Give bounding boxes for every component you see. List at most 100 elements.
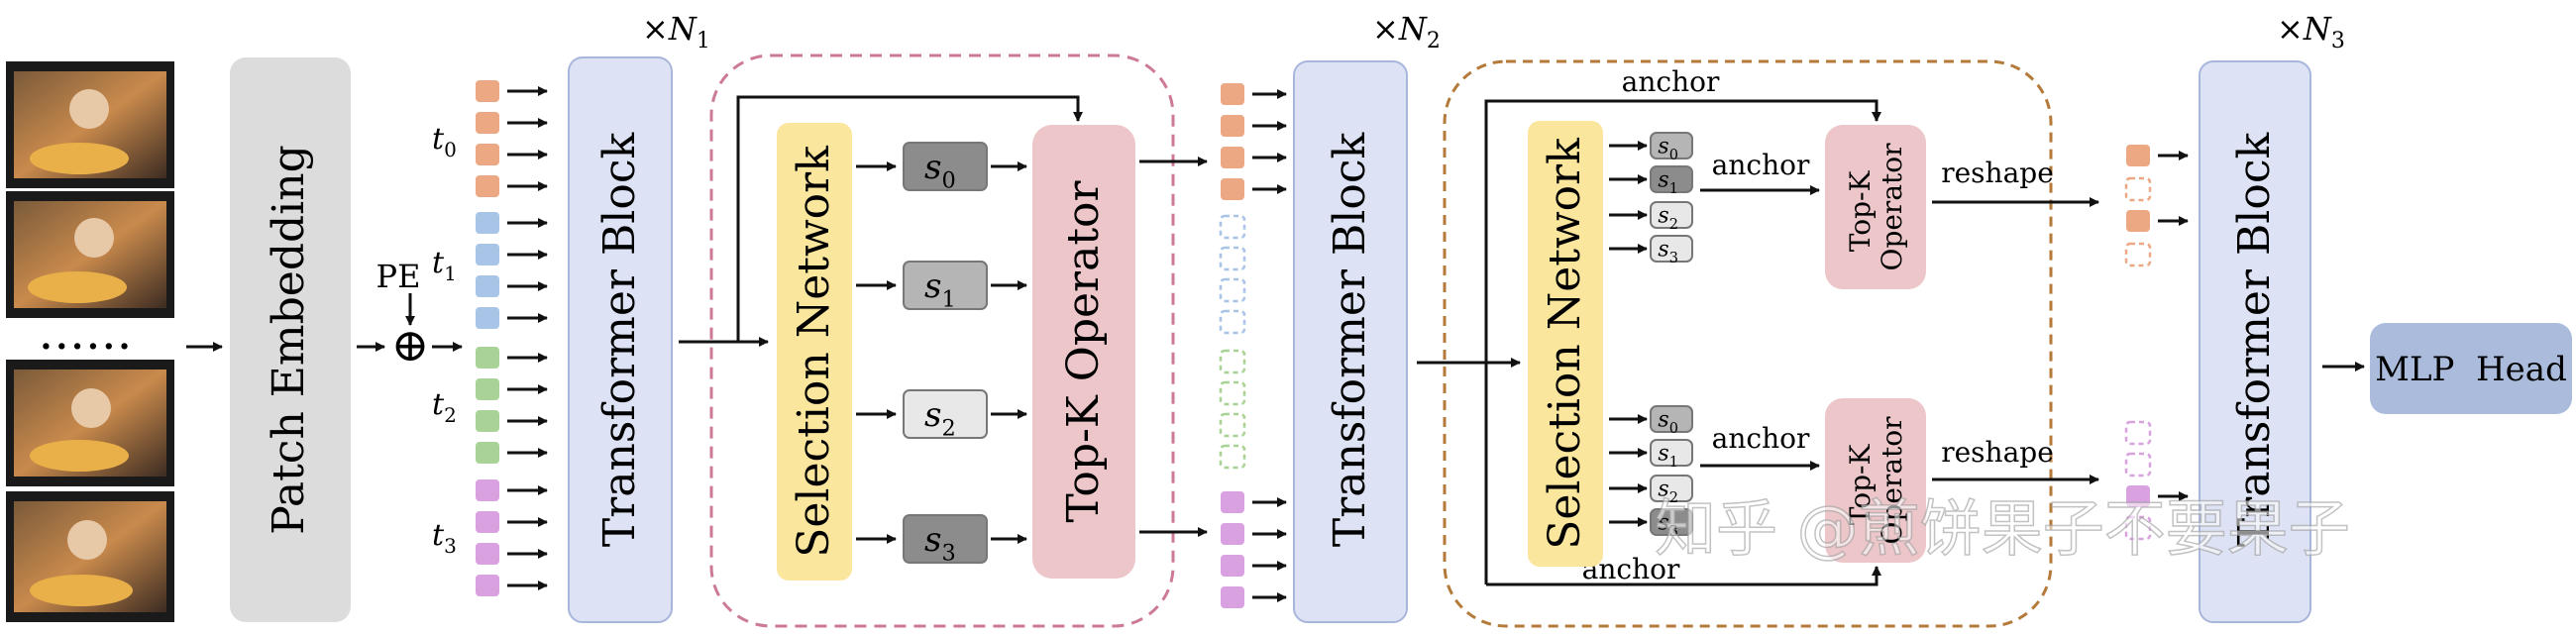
final-token-top-3: [2124, 242, 2152, 267]
selected-token-t3-1: [1221, 523, 1244, 545]
selected-token-t1-2: [1219, 277, 1246, 303]
repeat-label-n1: ×N1: [642, 10, 710, 53]
repeat-label-n2: ×N2: [1372, 10, 1441, 53]
time-label-t0: t0: [432, 122, 457, 161]
pe-label: PE: [376, 258, 421, 295]
selected-token-t2-1: [1219, 380, 1246, 406]
selected-token-t0-0: [1221, 83, 1244, 105]
token-selection-module-2: [1443, 59, 2053, 628]
arrow-anchor-top-path: [1484, 99, 1881, 584]
topk-operator-1-label: Top-K Operator: [1058, 180, 1109, 523]
token-t1-1: [476, 244, 499, 265]
topk-operator-2-bottom-label: Top-K Operator: [1844, 416, 1908, 545]
final-token-bottom-3: [2124, 515, 2152, 541]
final-token-bottom-2: [2126, 485, 2150, 507]
final-token-bottom-0: [2124, 420, 2152, 446]
selected-token-t0-2: [1221, 147, 1244, 168]
selected-token-t2-0: [1219, 349, 1246, 374]
video-frame-3: [6, 360, 174, 486]
time-label-t1: t1: [432, 246, 457, 285]
selected-token-t2-3: [1219, 444, 1246, 470]
transformer-block-2: [1293, 60, 1408, 623]
token-t1-2: [476, 275, 499, 297]
watermark-text: 知乎 @煎饼果子不要果子: [1655, 492, 2350, 565]
selected-token-t2-2: [1219, 412, 1246, 438]
selected-token-column-1: [1219, 83, 1287, 608]
anchor-label-mid-bottom: anchor: [1712, 422, 1810, 455]
time-label-t2: t2: [432, 387, 457, 427]
transformer-block-3-label: Transformer Block: [2229, 133, 2280, 548]
transformer-block-2-label: Transformer Block: [1325, 133, 1375, 548]
selected-token-t1-3: [1219, 309, 1246, 335]
score-top-box-s2: s2: [1650, 201, 1693, 233]
selection-network-2-label: Selection Network: [1540, 138, 1590, 550]
anchor-label-top: anchor: [1622, 65, 1720, 98]
topk-operator-2-bottom: [1825, 398, 1926, 563]
arrow-anchor-bottom-path: [1486, 566, 1881, 586]
video-frame-2: [6, 191, 174, 318]
input-video-frames: ......: [6, 61, 174, 622]
svg-text:s2: s2: [1658, 477, 1678, 506]
token-t3-3: [476, 575, 499, 596]
transformer-block-3: [2199, 60, 2311, 623]
selected-token-t3-3: [1221, 586, 1244, 608]
score-bottom-box-s3: s3: [1650, 508, 1693, 540]
score-bottom-box-s2: s2: [1650, 475, 1693, 506]
score-top-box-s3: s3: [1650, 235, 1693, 266]
patch-embedding-label: Patch Embedding: [264, 145, 314, 534]
score-box-s3: s3: [903, 514, 988, 567]
patch-embedding-block: [230, 57, 351, 622]
token-t2-0: [476, 347, 499, 369]
svg-text:s3: s3: [1658, 238, 1678, 266]
svg-text:s2: s2: [924, 395, 956, 442]
final-token-top-1: [2124, 176, 2152, 202]
selected-token-t1-0: [1219, 214, 1246, 240]
anchor-label-mid-top: anchor: [1712, 149, 1810, 181]
selected-token-t3-0: [1221, 491, 1244, 513]
score-bottom-box-s0: s0: [1650, 405, 1693, 437]
score-bottom-box-s1: s1: [1650, 439, 1693, 471]
topk-operator-2-top-label: Top-K Operator: [1844, 143, 1908, 271]
svg-text:s3: s3: [924, 520, 956, 567]
frames-ellipsis: ......: [40, 318, 134, 358]
token-t0-3: [476, 175, 499, 197]
final-token-top-0: [2126, 145, 2150, 166]
score-box-s1: s1: [903, 261, 988, 312]
svg-text:s0: s0: [1658, 135, 1678, 163]
token-t3-0: [476, 479, 499, 501]
score-box-s2: s2: [903, 389, 988, 442]
token-t2-3: [476, 442, 499, 464]
svg-text:s1: s1: [1658, 442, 1678, 471]
selection-network-2: [1528, 121, 1603, 567]
svg-text:s0: s0: [1658, 408, 1678, 437]
reshape-label-bottom: reshape: [1941, 436, 2054, 469]
selection-network-1: [777, 123, 852, 581]
topk-operator-2-top: [1825, 125, 1926, 289]
token-t1-0: [476, 212, 499, 234]
score-column-1: s0 s1 s2 s3: [856, 142, 1027, 567]
token-t3-1: [476, 511, 499, 533]
repeat-label-n3: ×N3: [2277, 10, 2345, 53]
token-t2-1: [476, 378, 499, 400]
transformer-block-1-label: Transformer Block: [594, 133, 645, 548]
video-frame-1: [6, 61, 174, 188]
token-t3-2: [476, 543, 499, 565]
transformer-block-1: [568, 56, 673, 623]
token-t0-0: [476, 80, 499, 102]
token-t0-2: [476, 144, 499, 165]
token-t0-1: [476, 112, 499, 134]
selected-token-t0-3: [1221, 178, 1244, 200]
reshape-label-top: reshape: [1941, 157, 2054, 189]
svg-text:s0: s0: [924, 148, 956, 194]
token-t1-3: [476, 307, 499, 329]
selected-token-t3-2: [1221, 555, 1244, 577]
mlp-head-label: MLP Head: [2375, 350, 2567, 389]
score-box-s0: s0: [903, 142, 988, 194]
svg-text:s2: s2: [1658, 204, 1678, 233]
token-selection-module-1: [709, 53, 1175, 628]
token-t2-2: [476, 410, 499, 432]
score-top-box-s1: s1: [1650, 165, 1693, 197]
